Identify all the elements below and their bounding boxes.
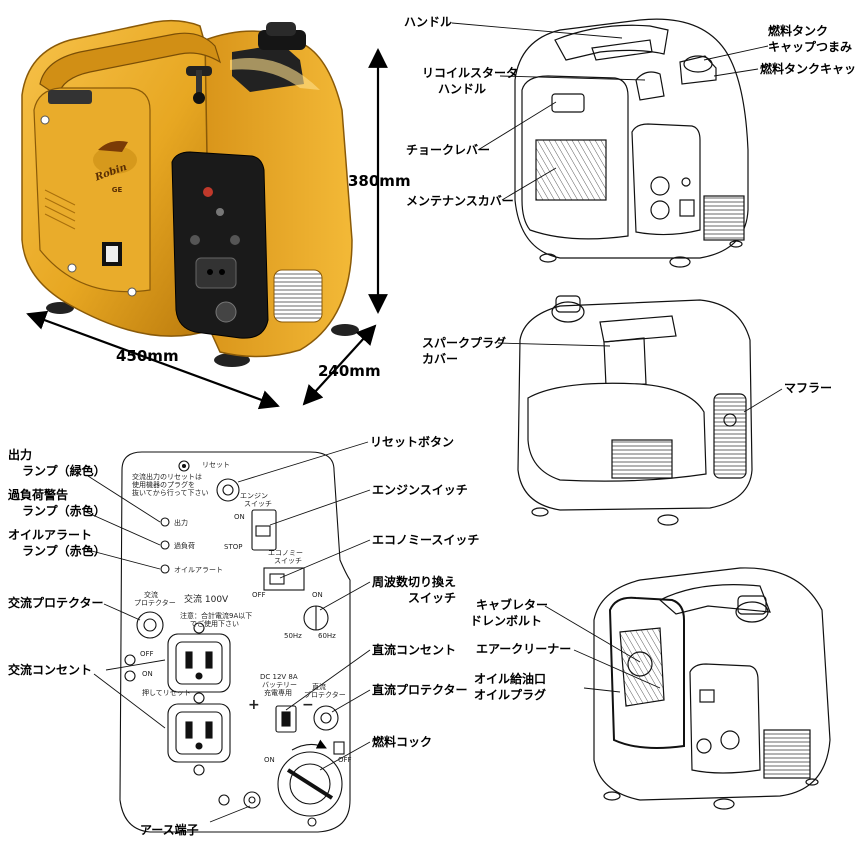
panel-dc-rating-2: バッテリー (262, 681, 297, 689)
callout-carb-drain-2: ドレンボルト (470, 614, 543, 628)
panel-ac-protector-2: プロテクター (134, 599, 176, 607)
generator-drawing-open (593, 567, 831, 810)
callout-fuel-cap-knob-1: 燃料タンク (768, 24, 829, 38)
panel-60hz: 60Hz (318, 632, 336, 640)
panel-reset-text: リセット (202, 461, 230, 469)
callout-recoil-2: ハンドル (438, 82, 487, 96)
panel-output-text: 出力 (174, 519, 188, 527)
width-label: 450mm (116, 347, 179, 365)
callout-oil-alert-lamp-2: ランプ（赤色） (22, 544, 106, 558)
callout-reset-button: リセットボタン (370, 435, 455, 449)
generator-photo: Robin GE (21, 19, 359, 367)
panel-oil-alert-text: オイルアラート (174, 566, 223, 574)
panel-minus: − (302, 697, 314, 713)
callout-economy-switch: エコノミースイッチ (372, 533, 480, 547)
leader-lines (85, 22, 783, 823)
panel-economy-on: ON (312, 591, 323, 599)
panel-economy-2: スイッチ (274, 557, 302, 565)
callout-spark-plug-2: カバー (422, 352, 459, 366)
callout-output-lamp-2: ランプ（緑色） (22, 464, 106, 478)
callout-carb-drain-1: キャブレター (476, 598, 549, 612)
callout-air-cleaner: エアークリーナー (476, 642, 572, 656)
generator-drawing-rear (517, 295, 753, 526)
callout-overload-lamp-1: 過負荷警告 (8, 488, 69, 502)
panel-economy-1: エコノミー (268, 549, 303, 557)
dimension-arrows (26, 48, 388, 410)
panel-plus: + (248, 697, 260, 713)
panel-reset-note-1: 交流出力のリセットは (132, 473, 202, 481)
callout-choke: チョークレバー (406, 143, 491, 157)
callout-output-lamp-1: 出力 (8, 448, 33, 462)
panel-ac-off: OFF (140, 650, 154, 658)
callout-dc-protector: 直流プロテクター (372, 683, 468, 697)
panel-overload-text: 過負荷 (174, 542, 195, 550)
panel-economy-off: OFF (252, 591, 266, 599)
callout-overload-lamp-2: ランプ（赤色） (22, 504, 106, 518)
callout-frequency-switch-1: 周波数切り換え (372, 575, 457, 589)
model-logo: GE (112, 186, 123, 194)
panel-stop-text: STOP (224, 543, 243, 551)
panel-ac-on: ON (142, 670, 153, 678)
callout-oil-port-2: オイルプラグ (474, 688, 547, 702)
callout-ac-outlet: 交流コンセント (8, 663, 93, 677)
callout-oil-alert-lamp-1: オイルアラート (8, 528, 93, 542)
callout-frequency-switch-2: スイッチ (408, 591, 457, 605)
generator-drawing-front (514, 18, 749, 268)
callout-spark-plug-1: スパークプラグ (422, 336, 507, 350)
panel-on-text: ON (234, 513, 245, 521)
callout-maintenance-cover: メンテナンスカバー (406, 194, 514, 208)
control-panel-drawing (119, 451, 351, 833)
callout-fuel-cap-knob-2: キャップつまみ (768, 40, 853, 54)
callout-engine-switch: エンジンスイッチ (372, 483, 468, 497)
callout-recoil-1: リコイルスタータ (422, 66, 519, 80)
panel-caution-2: でご使用下さい (190, 620, 239, 628)
panel-engine-switch-1: エンジン (240, 492, 268, 500)
panel-reset-note-3: 抜いてから行って下さい (132, 489, 209, 497)
callout-ac-protector: 交流プロテクター (8, 596, 104, 610)
callout-dc-outlet: 直流コンセント (372, 643, 457, 657)
callout-muffler: マフラー (784, 381, 833, 395)
panel-caution-1: 注意：合計電流9A以下 (180, 612, 253, 620)
depth-label: 240mm (318, 362, 381, 380)
height-label: 380mm (348, 172, 411, 190)
panel-dc-protector-1: 直流 (312, 683, 326, 691)
panel-dc-rating-3: 充電専用 (264, 689, 292, 697)
panel-cock-on: ON (264, 756, 275, 764)
panel-cock-off: OFF (338, 756, 352, 764)
panel-50hz: 50Hz (284, 632, 302, 640)
panel-ac-protector-1: 交流 (144, 591, 158, 599)
callout-oil-port-1: オイル給油口 (474, 672, 547, 686)
panel-push-reset: 押してリセット (142, 689, 191, 697)
panel-ac-100v: 交流 100V (184, 595, 229, 605)
panel-dc-rating-1: DC 12V 8A (260, 673, 298, 681)
callout-handle: ハンドル (404, 15, 453, 29)
callout-earth-terminal: アース端子 (140, 823, 199, 837)
panel-reset-note-2: 使用機器のプラグを (132, 481, 195, 489)
panel-dc-protector-2: プロテクター (304, 691, 346, 699)
panel-engine-switch-2: スイッチ (244, 500, 272, 508)
callout-fuel-cock: 燃料コック (372, 735, 433, 749)
